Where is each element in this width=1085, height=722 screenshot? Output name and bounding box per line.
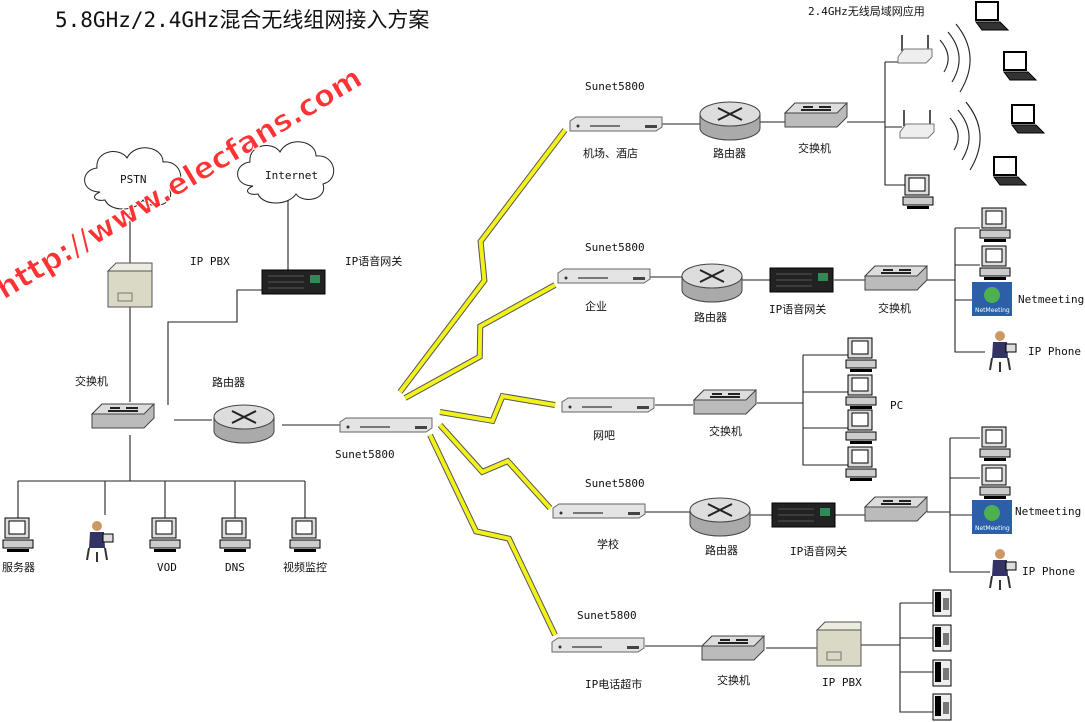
ip-gateway-icon — [261, 269, 326, 295]
netcafe-pc-label: PC — [890, 399, 903, 412]
enterprise-ip-phone-label: IP Phone — [1028, 345, 1081, 358]
video-monitor-pc-icon — [289, 517, 321, 553]
airport-switch-label: 交换机 — [798, 141, 831, 155]
airport-sunet-icon — [569, 116, 663, 132]
ip-gateway-label: IP语音网关 — [345, 254, 402, 268]
wireless-waves-icon — [949, 101, 981, 171]
enterprise-sunet-icon — [557, 268, 651, 284]
core-switch-icon — [91, 403, 155, 429]
video-monitor-label: 视频监控 — [283, 560, 327, 574]
link-lines-core — [17, 195, 340, 518]
wlan-label: 2.4GHz无线局域网应用 — [808, 4, 925, 18]
ip-phone-user-icon — [989, 548, 1017, 591]
phonemarket-ip-pbx-label: IP PBX — [822, 676, 862, 689]
pc-icon — [979, 464, 1011, 500]
enterprise-router-icon — [681, 263, 743, 303]
school-sunet-icon — [552, 503, 646, 519]
telephone-icon — [932, 589, 952, 617]
school-switch-icon — [864, 496, 928, 522]
operator-person-icon — [86, 520, 114, 563]
ip-phone-user-icon — [989, 330, 1017, 373]
wireless-waves-icon — [939, 23, 971, 93]
pc-icon — [845, 409, 877, 445]
phonemarket-sunet-label: Sunet5800 — [577, 609, 637, 622]
airport-sunet-label: Sunet5800 — [585, 80, 645, 93]
school-router-label: 路由器 — [705, 543, 738, 557]
wireless-links — [397, 128, 568, 637]
pc-icon — [979, 426, 1011, 462]
laptop-icon — [1003, 51, 1037, 81]
dns-pc-icon — [219, 517, 251, 553]
core-switch-label: 交换机 — [75, 374, 108, 388]
lightning-bolt-icon — [439, 393, 556, 424]
school-gateway-icon — [771, 502, 836, 528]
pc-icon — [845, 374, 877, 410]
lightning-bolt-icon — [398, 128, 567, 394]
enterprise-gateway-icon — [769, 267, 834, 293]
school-gateway-label: IP语音网关 — [790, 544, 847, 558]
lightning-bolt-icon — [428, 434, 557, 636]
airport-switch-icon — [784, 102, 848, 128]
pstn-label: PSTN — [120, 173, 147, 186]
airport-router-icon — [699, 101, 761, 141]
laptop-icon — [993, 156, 1027, 186]
core-router-icon — [213, 404, 275, 444]
server-pc-icon — [2, 517, 34, 553]
airport-site-label: 机场、酒店 — [583, 146, 638, 160]
netcafe-site-label: 网吧 — [593, 429, 615, 442]
internet-label: Internet — [265, 169, 318, 182]
netcafe-switch-label: 交换机 — [709, 424, 742, 438]
school-ip-phone-label: IP Phone — [1022, 565, 1075, 578]
phonemarket-site-label: IP电话超市 — [585, 677, 642, 691]
lightning-bolt-icon — [404, 283, 556, 400]
pc-icon — [979, 245, 1011, 281]
core-sunet-icon — [339, 417, 433, 433]
dns-label: DNS — [225, 561, 245, 574]
enterprise-sunet-label: Sunet5800 — [585, 241, 645, 254]
enterprise-netmeeting-label: Netmeeting — [1018, 293, 1084, 306]
telephone-icon — [932, 659, 952, 687]
school-sunet-label: Sunet5800 — [585, 477, 645, 490]
server-label: 服务器 — [2, 561, 35, 574]
ip-pbx-label: IP PBX — [190, 255, 230, 268]
laptop-icon — [975, 1, 1009, 31]
pc-icon — [845, 446, 877, 482]
lightning-bolt-icon — [438, 423, 552, 510]
vod-pc-icon — [149, 517, 181, 553]
pc-icon — [845, 337, 877, 373]
netcafe-sunet-icon — [561, 397, 655, 413]
netmeeting-icon-text: NetMeeting — [975, 307, 1010, 314]
access-point-icon — [897, 34, 933, 64]
pc-icon — [979, 207, 1011, 243]
access-point-icon — [899, 109, 935, 139]
school-netmeeting-label: Netmeeting — [1015, 505, 1081, 518]
enterprise-switch-icon — [864, 265, 928, 291]
phonemarket-sunet-icon — [551, 637, 645, 653]
netmeeting-icon-text: NetMeeting — [975, 525, 1010, 532]
core-sunet-label: Sunet5800 — [335, 448, 395, 461]
phonemarket-ip-pbx-icon — [816, 621, 862, 667]
pc-icon — [902, 174, 934, 210]
enterprise-router-label: 路由器 — [694, 310, 727, 324]
vod-label: VOD — [157, 561, 177, 574]
netcafe-switch-icon — [693, 389, 757, 415]
enterprise-gateway-label: IP语音网关 — [769, 302, 826, 316]
enterprise-switch-label: 交换机 — [878, 301, 911, 315]
laptop-icon — [1011, 104, 1045, 134]
airport-router-label: 路由器 — [713, 146, 746, 160]
enterprise-site-label: 企业 — [585, 299, 607, 313]
telephone-icon — [932, 624, 952, 652]
school-site-label: 学校 — [597, 537, 619, 551]
phonemarket-switch-label: 交换机 — [717, 673, 750, 687]
ip-pbx-server-icon — [107, 262, 153, 308]
school-router-icon — [689, 497, 751, 537]
diagram-title: 5.8GHz/2.4GHz混合无线组网接入方案 — [55, 8, 429, 32]
core-router-label: 路由器 — [212, 375, 245, 389]
telephone-icon — [932, 693, 952, 721]
phonemarket-switch-icon — [701, 635, 765, 661]
link-lines-branches — [645, 61, 990, 713]
